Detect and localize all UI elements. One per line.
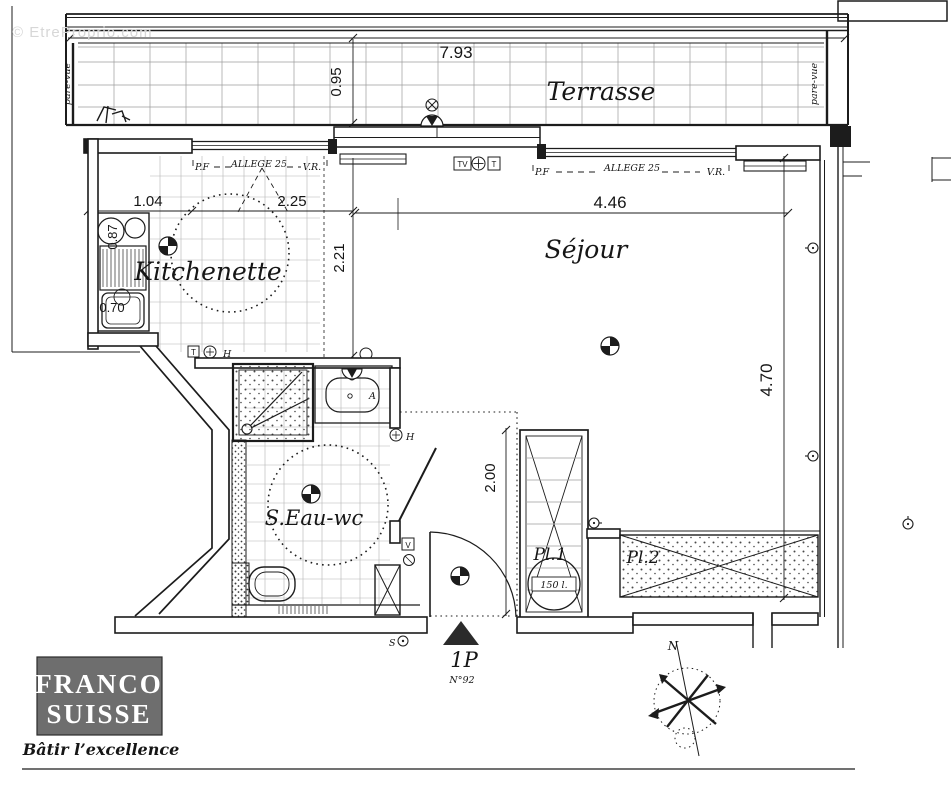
outlet-icon <box>804 450 819 462</box>
neighbour-box <box>837 0 948 22</box>
basin-a-tag: A <box>368 391 376 402</box>
compass-north-label: N <box>667 639 679 653</box>
svg-text:V: V <box>405 541 411 550</box>
sink-drainboard <box>102 249 144 287</box>
pl2-label: Pl.2 <box>625 548 659 568</box>
hob-burner-icon <box>124 217 146 239</box>
entry-arrow-icon <box>443 621 479 645</box>
kitchen-dim-2: 2.25 <box>277 193 306 210</box>
sejour-window-labels <box>532 165 730 176</box>
logo-line2: SUISSE <box>46 699 151 729</box>
outlet-icon <box>804 242 819 254</box>
bottom-walls <box>114 612 819 648</box>
bathroom-light-icon <box>301 484 321 504</box>
facade: P.F ALLEGE 25 V.R. TV T P.F ALLEGE 25 V.… <box>83 126 821 178</box>
pf-right: P.F <box>534 167 549 178</box>
entry-door-swing <box>429 531 517 618</box>
water-heater-icon: 150 l. <box>527 557 581 611</box>
terrace: pare-vue pare-vue 7.93 0.95 Terrasse <box>62 13 851 147</box>
svg-text:T: T <box>191 348 196 357</box>
sliding-bay-window <box>333 126 541 148</box>
pl1-shelves <box>526 457 582 591</box>
radiator-left <box>339 153 407 165</box>
entrance-hall: 2.00 1P N°92 S <box>389 411 518 686</box>
right-wall <box>804 147 951 648</box>
allege-right: ALLEGE 25 <box>603 163 660 174</box>
terrace-light-icon <box>420 98 444 127</box>
wc-icon <box>231 562 296 606</box>
entry-type-label: 1P <box>450 648 478 672</box>
tv-outlet-icon: TV T <box>453 156 501 171</box>
bathroom: A H V S.Eau-wc <box>194 357 437 619</box>
threshold-hatch <box>278 606 328 614</box>
terrace-tile-rows <box>78 46 824 108</box>
outlet-icon <box>902 515 914 530</box>
site-lines <box>11 6 140 353</box>
shower-icon <box>231 362 315 443</box>
kitchen-window <box>192 140 330 151</box>
hall-light-icon <box>450 566 470 586</box>
t-outlet-label: T <box>492 160 497 169</box>
svg-text:H: H <box>405 432 415 443</box>
svg-text:TV: TV <box>457 160 468 169</box>
sejour-depth-dim: 4.70 <box>757 363 776 396</box>
heater-capacity: 150 l. <box>540 580 567 591</box>
kitchen-light-icon <box>158 236 178 256</box>
terrace-label: Terrasse <box>547 77 656 106</box>
terrace-furniture-sketch <box>96 105 131 124</box>
pl1-label: Pl.1 <box>532 545 566 565</box>
logo-line1: FRANCO <box>35 669 163 699</box>
kitchen-dim-1: 1.04 <box>133 193 162 210</box>
duct-shaft-icon <box>374 564 401 616</box>
svg-text:S: S <box>389 638 396 649</box>
closet-pl2: Pl.2 <box>586 528 820 598</box>
outlet-icon <box>588 517 603 529</box>
sejour-window <box>546 147 736 158</box>
compass-rose: N <box>648 639 726 757</box>
hall-dim: 2.00 <box>482 463 499 492</box>
angled-wall <box>87 138 230 617</box>
bathroom-label: S.Eau-wc <box>265 506 364 530</box>
kitchenette-label: Kitchenette <box>133 257 281 286</box>
sejour-label: Séjour <box>545 235 630 264</box>
watermark: © EtreProprio.com <box>12 24 153 41</box>
kitchenette: Kitchenette 1.04 2.25 2.21 0.87 0.70 T H <box>83 156 373 361</box>
vmc-tag: V <box>401 537 415 566</box>
allege-left: ALLEGE 25 <box>230 159 287 170</box>
door-hinge-tag: H <box>389 428 415 443</box>
pare-vue-right-label: pare-vue <box>809 63 820 106</box>
kitchen-dim-a: 0.87 <box>105 224 120 249</box>
svg-text:H: H <box>222 349 232 360</box>
radiator-right <box>743 160 807 172</box>
kitchen-window-labels <box>192 160 328 171</box>
pare-vue-left-label: pare-vue <box>62 63 73 106</box>
logo-tagline: Bâtir l’excellence <box>22 740 180 759</box>
kitchenette-tiles <box>159 156 308 352</box>
washbasin-icon: A <box>314 365 393 424</box>
kitchen-depth-dim: 2.21 <box>331 243 348 272</box>
sejour-light-icon <box>600 336 620 356</box>
vr-right: V.R. <box>707 167 725 178</box>
terrace-tiles <box>113 43 799 125</box>
kitchen-dim-b: 0.70 <box>99 300 124 315</box>
terrace-width-dim: 7.93 <box>439 43 472 62</box>
closet-pl1: Pl.1 150 l. <box>519 429 603 619</box>
franco-suisse-logo: FRANCO SUISSE Bâtir l’excellence <box>22 656 180 759</box>
doorbell-tag: S <box>389 635 409 649</box>
vr-left: V.R. <box>303 162 321 173</box>
pf-left: P.F <box>194 162 209 173</box>
sejour-width-dim: 4.46 <box>593 193 626 212</box>
sejour: 4.46 Séjour 4.70 <box>350 153 793 603</box>
sink-bowl-icon <box>113 288 131 306</box>
terrace-depth-dim: 0.95 <box>328 67 345 96</box>
entry-lot-label: N°92 <box>448 675 474 686</box>
